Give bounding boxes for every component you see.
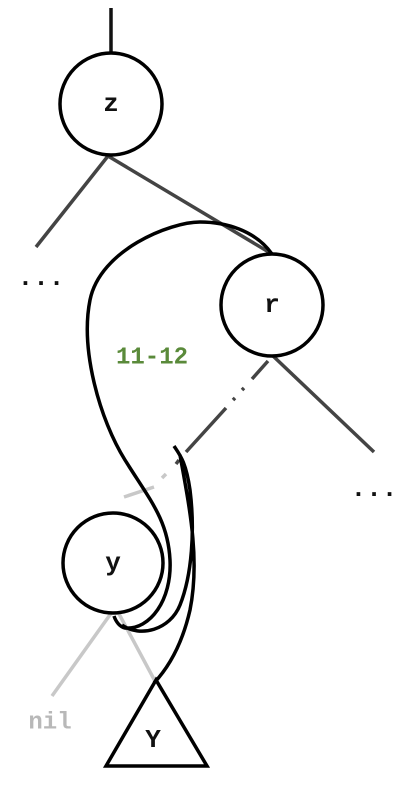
node-y-label: y — [105, 548, 121, 578]
edge-y-nil — [50, 610, 114, 698]
node-r-label: r — [264, 290, 280, 320]
edge-r-right — [270, 353, 376, 454]
node-r-circle — [219, 252, 325, 358]
edge-r-y-dashed — [174, 359, 270, 466]
edge-y-subtree — [116, 611, 158, 684]
node-z-circle — [58, 51, 164, 157]
node-y-circle — [61, 511, 165, 615]
ellipsis-right: ... — [351, 474, 398, 504]
rotation-path — [85, 220, 274, 685]
subtree-y-triangle — [102, 676, 211, 768]
nil-label: nil — [28, 710, 71, 737]
edge-z-left — [34, 154, 110, 249]
node-z-label: z — [103, 89, 119, 119]
edge-r-y-faded — [123, 472, 168, 499]
ellipsis-left: ... — [18, 263, 65, 293]
subtree-y-label: Y — [145, 725, 161, 755]
edge-z-r — [107, 154, 273, 256]
step-label: 11-12 — [116, 345, 188, 372]
